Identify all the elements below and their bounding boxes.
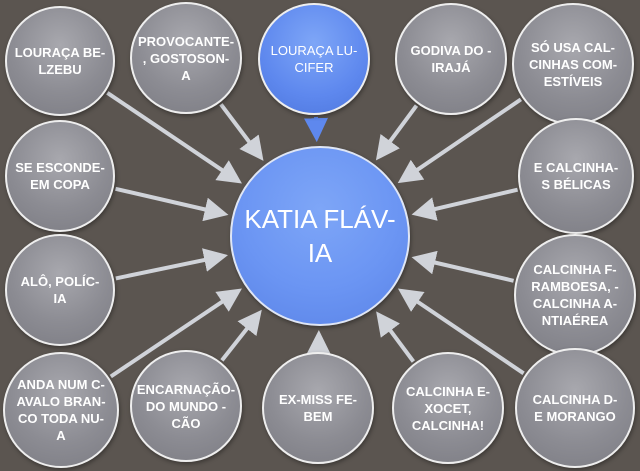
arrow-framboesa-to-center bbox=[411, 250, 515, 283]
arrow-loura-lucifer-to-center bbox=[304, 116, 329, 143]
arrow-loura-belzebu-to-center bbox=[106, 91, 242, 184]
arrow-provocante-to-center bbox=[219, 103, 264, 161]
arrow-godiva-to-center bbox=[375, 104, 419, 161]
node-encarnacao: ENCARNAÇÃO- DO MUNDO - CÃO bbox=[130, 350, 242, 462]
node-cavalo: ANDA NUM C- AVALO BRAN- CO TODA NU- A bbox=[3, 352, 119, 468]
node-provocante: PROVOCANTE- , GOSTOSON- A bbox=[130, 2, 242, 114]
node-framboesa: CALCINHA F- RAMBOESA, - CALCINHA A- NTIA… bbox=[514, 234, 636, 356]
node-loura-belzebu: LOURAÇA BE- LZEBU bbox=[5, 6, 115, 116]
node-morango: CALCINHA D- E MORANGO bbox=[515, 348, 635, 468]
center-node-katia-flavia: KATIA FLÁV- IA bbox=[230, 146, 410, 326]
arrow-belicas-to-center bbox=[411, 187, 519, 221]
node-belicas: E CALCINHA- S BÉLICAS bbox=[518, 118, 634, 234]
node-loura-lucifer: LOURAÇA LU- CIFER bbox=[258, 3, 370, 115]
node-exocet: CALCINHA E- XOCET, CALCINHA! bbox=[392, 352, 504, 464]
arrow-encarnacao-to-center bbox=[220, 309, 262, 362]
arrow-so-usa-to-center bbox=[397, 97, 523, 184]
arrow-morango-to-center bbox=[397, 288, 525, 375]
node-ex-miss: EX-MISS FE- BEM bbox=[262, 352, 374, 464]
arrow-alo-policia-to-center bbox=[115, 248, 228, 281]
arrow-exocet-to-center bbox=[376, 311, 416, 363]
node-so-usa: SÓ USA CAL- CINHAS COM- ESTÍVEIS bbox=[512, 3, 634, 125]
arrow-se-esconde-to-center bbox=[115, 186, 229, 222]
arrow-cavalo-to-center bbox=[109, 288, 242, 379]
node-godiva: GODIVA DO - IRAJÁ bbox=[395, 3, 507, 115]
node-se-esconde: SE ESCONDE- EM COPA bbox=[5, 120, 115, 232]
node-alo-policia: ALÔ, POLÍC- IA bbox=[5, 234, 115, 346]
